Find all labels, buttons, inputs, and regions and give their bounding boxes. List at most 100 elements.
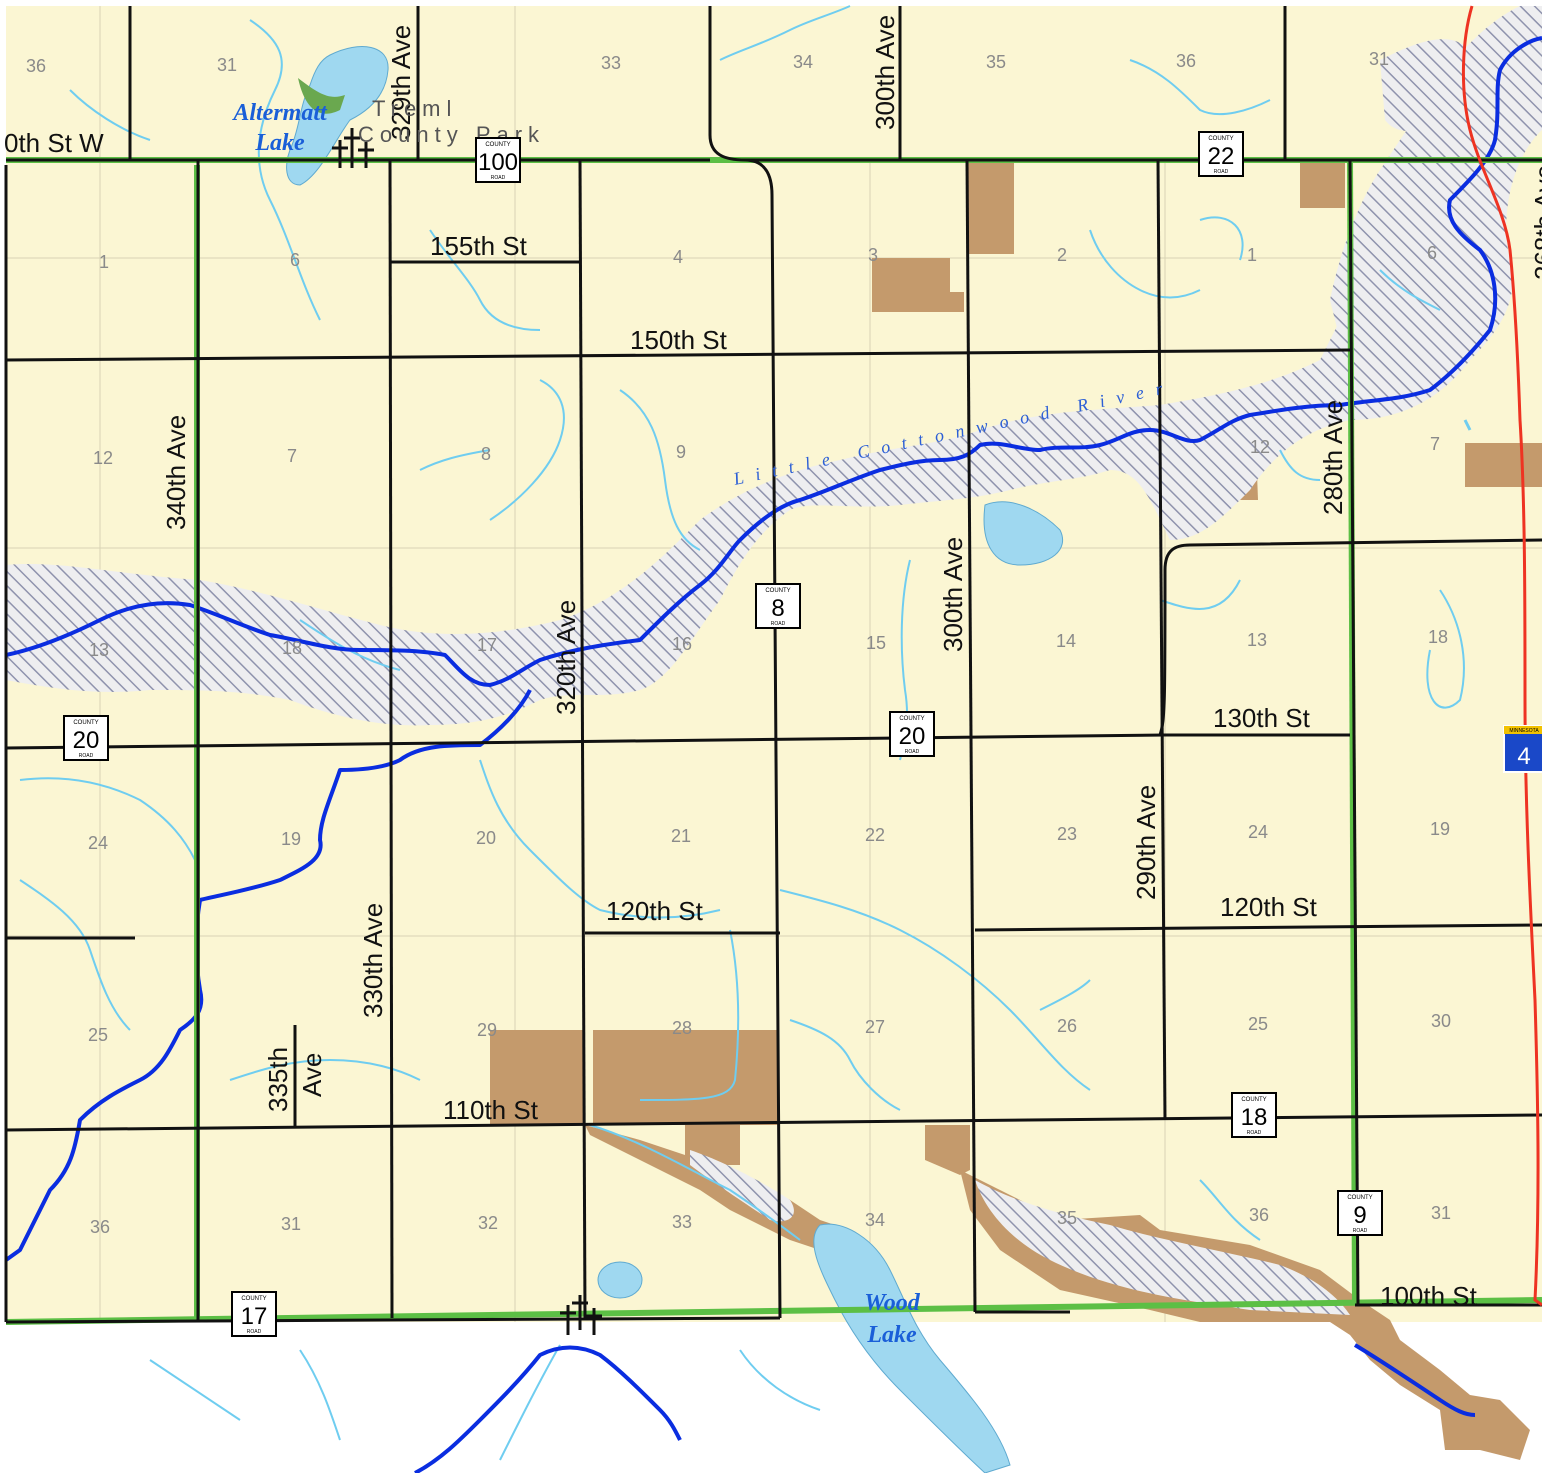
lake-label: Altermatt [231,100,328,126]
section-number: 4 [673,247,683,267]
svg-text:17: 17 [241,1303,268,1330]
section-number: 19 [1430,819,1450,839]
svg-text:ROAD: ROAD [771,621,786,627]
svg-text:ROAD: ROAD [1353,1228,1368,1234]
section-number: 23 [1057,824,1077,844]
svg-text:COUNTY: COUNTY [899,716,924,722]
section-number: 31 [217,55,237,75]
svg-text:20: 20 [899,723,926,750]
road-label: 268th Ave [1529,165,1542,280]
section-number: 36 [1176,51,1196,71]
road-label: 120th St [606,896,704,926]
road-label: 130th St [1213,703,1311,733]
county-road-shield: COUNTY 20 ROAD [63,715,109,761]
road-label: 100th St [1380,1281,1478,1311]
section-number: 12 [93,448,113,468]
svg-text:18: 18 [1241,1104,1268,1131]
section-number: 30 [1431,1011,1451,1031]
road-label: 340th Ave [161,415,191,530]
section-number: 25 [88,1025,108,1045]
svg-text:ROAD: ROAD [1214,169,1229,175]
section-number: 24 [1248,822,1268,842]
section-number: 7 [1430,434,1440,454]
pond-300th [983,501,1063,566]
section-number: 27 [865,1017,885,1037]
lake-label: Lake [254,130,305,156]
section-number: 2 [1057,245,1067,265]
svg-text:22: 22 [1208,143,1235,170]
section-number: 35 [1057,1208,1077,1228]
streams [19,5,1465,1461]
altermatt-lake [286,46,389,186]
cemetery-icon [560,1295,602,1335]
section-number: 1 [99,252,109,272]
section-number: 22 [865,825,885,845]
section-number: 28 [672,1018,692,1038]
county-road-shield: COUNTY 100 ROAD [475,137,521,183]
svg-text:COUNTY: COUNTY [73,720,98,726]
section-number: 29 [477,1020,497,1040]
section-number: 33 [672,1212,692,1232]
road-label: 120th St [1220,892,1318,922]
section-number: 36 [1249,1205,1269,1225]
section-number: 34 [865,1210,885,1230]
road-labels: 0th St W 155th St 150th St 130th St 120t… [4,15,1542,1311]
section-number: 32 [478,1213,498,1233]
section-number: 9 [676,442,686,462]
park-area [298,78,345,114]
section-number: 26 [1057,1016,1077,1036]
svg-text:COUNTY: COUNTY [1241,1097,1266,1103]
svg-text:COUNTY: COUNTY [1208,136,1233,142]
svg-text:MINNESOTA: MINNESOTA [1509,728,1539,734]
road-label: 290th Ave [1131,785,1161,900]
road-label: 329th Ave [386,25,416,140]
section-number: 18 [282,638,302,658]
svg-text:8: 8 [771,595,784,622]
section-number: 14 [1056,631,1076,651]
section-number: 6 [290,250,300,270]
section-number: 36 [90,1217,110,1237]
section-number: 7 [287,446,297,466]
svg-text:20: 20 [73,727,100,754]
section-number: 20 [476,828,496,848]
section-number: 24 [88,833,108,853]
road-label: 110th St [443,1095,539,1125]
section-numbers: 36 31 33 34 35 36 31 1 6 4 3 2 1 6 12 7 … [26,49,1451,1237]
section-number: 17 [477,635,497,655]
svg-text:COUNTY: COUNTY [765,588,790,594]
section-number: 31 [1369,49,1389,69]
svg-text:COUNTY: COUNTY [485,142,510,148]
section-number: 19 [281,829,301,849]
county-road-shield: COUNTY 8 ROAD [755,583,801,629]
road-label: 280th Ave [1318,400,1348,515]
svg-text:100: 100 [478,149,518,176]
park-label: Treml [372,96,457,121]
section-number: 13 [89,640,109,660]
county-road-shield: COUNTY 22 ROAD [1198,131,1244,177]
svg-text:9: 9 [1353,1202,1366,1229]
county-road-shield: COUNTY 18 ROAD [1231,1092,1277,1138]
section-number: 8 [481,444,491,464]
creek-tributary [1463,419,1472,431]
road-label: 330th Ave [358,903,388,1018]
section-number: 13 [1247,630,1267,650]
section-number: 35 [986,52,1006,72]
road-label: 320th Ave [551,600,581,715]
section-number: 1 [1247,245,1257,265]
svg-text:4: 4 [1517,743,1530,770]
state-highway-4 [1461,5,1542,1307]
section-number: 34 [793,52,813,72]
svg-text:ROAD: ROAD [905,749,920,755]
svg-text:ROAD: ROAD [1247,1130,1262,1136]
section-number: 31 [1431,1203,1451,1223]
county-road-shield: COUNTY 9 ROAD [1337,1190,1383,1236]
section-number: 15 [866,633,886,653]
county-road-shield: COUNTY 20 ROAD [889,711,935,757]
lake-label: Wood [864,1290,921,1316]
svg-text:ROAD: ROAD [79,753,94,759]
svg-text:ROAD: ROAD [491,175,506,181]
road-label: Ave [297,1053,327,1097]
roads [4,6,1542,1324]
